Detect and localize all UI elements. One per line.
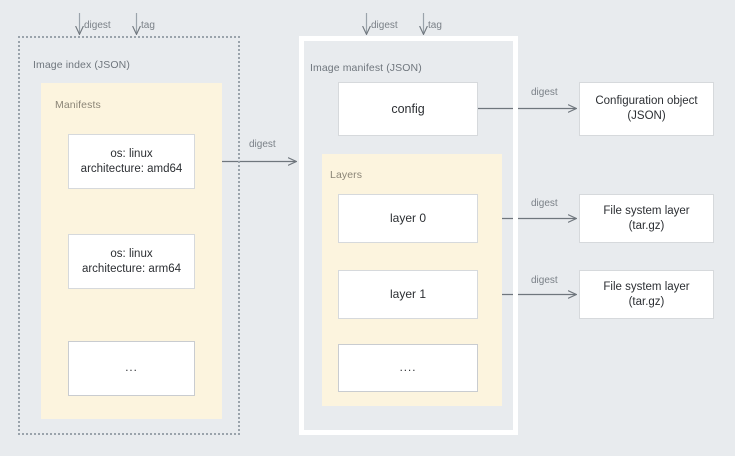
index-manifest-more-label: ...: [125, 362, 138, 374]
file-system-layer-1-box[interactable]: File system layer (tar.gz): [579, 270, 714, 319]
config-box[interactable]: config: [338, 82, 478, 136]
manifest-digest-input-label: digest: [371, 20, 398, 31]
index-manifest-amd64[interactable]: os: linux architecture: amd64: [68, 134, 195, 189]
layer-0-label: layer 0: [389, 211, 427, 225]
edge-label-config-to-configuration-object: digest: [531, 87, 558, 98]
file-system-layer-1-line2: (tar.gz): [628, 295, 665, 308]
image-manifest-panel: [299, 36, 518, 435]
index-manifest-amd64-arch: architecture: amd64: [80, 162, 183, 175]
index-tag-input-label: tag: [141, 20, 155, 31]
index-manifest-amd64-os: os: linux: [110, 147, 153, 160]
image-index-panel-title: Image index (JSON): [33, 59, 130, 71]
configuration-object-box[interactable]: Configuration object (JSON): [579, 82, 714, 136]
configuration-object-line1: Configuration object: [595, 95, 698, 107]
file-system-layer-0-line1: File system layer: [603, 204, 690, 217]
layer-more-label: ....: [399, 361, 417, 374]
index-manifest-arm64-os: os: linux: [110, 247, 153, 260]
layers-group-title: Layers: [330, 169, 363, 181]
layer-more-box[interactable]: ....: [338, 344, 478, 392]
layer-0-box[interactable]: layer 0: [338, 194, 478, 243]
manifests-group-title: Manifests: [55, 99, 101, 111]
config-label: config: [391, 101, 425, 116]
index-manifest-arm64[interactable]: os: linux architecture: arm64: [68, 234, 195, 289]
image-manifest-panel-title: Image manifest (JSON): [310, 62, 422, 74]
index-manifest-more[interactable]: ...: [68, 341, 195, 396]
image-index-panel: [18, 36, 240, 435]
layer-1-label: layer 1: [389, 287, 427, 301]
manifest-tag-input-label: tag: [428, 20, 442, 31]
edge-label-layer1-to-filesystem: digest: [531, 275, 558, 286]
file-system-layer-1-line1: File system layer: [603, 280, 690, 293]
index-digest-input-label: digest: [84, 20, 111, 31]
layer-1-box[interactable]: layer 1: [338, 270, 478, 319]
file-system-layer-0-line2: (tar.gz): [628, 219, 665, 232]
edge-label-layer0-to-filesystem: digest: [531, 198, 558, 209]
index-manifest-arm64-arch: architecture: arm64: [81, 262, 182, 275]
edge-label-index-to-manifest: digest: [249, 139, 276, 150]
file-system-layer-0-box[interactable]: File system layer (tar.gz): [579, 194, 714, 243]
configuration-object-line2: (JSON): [627, 110, 666, 122]
